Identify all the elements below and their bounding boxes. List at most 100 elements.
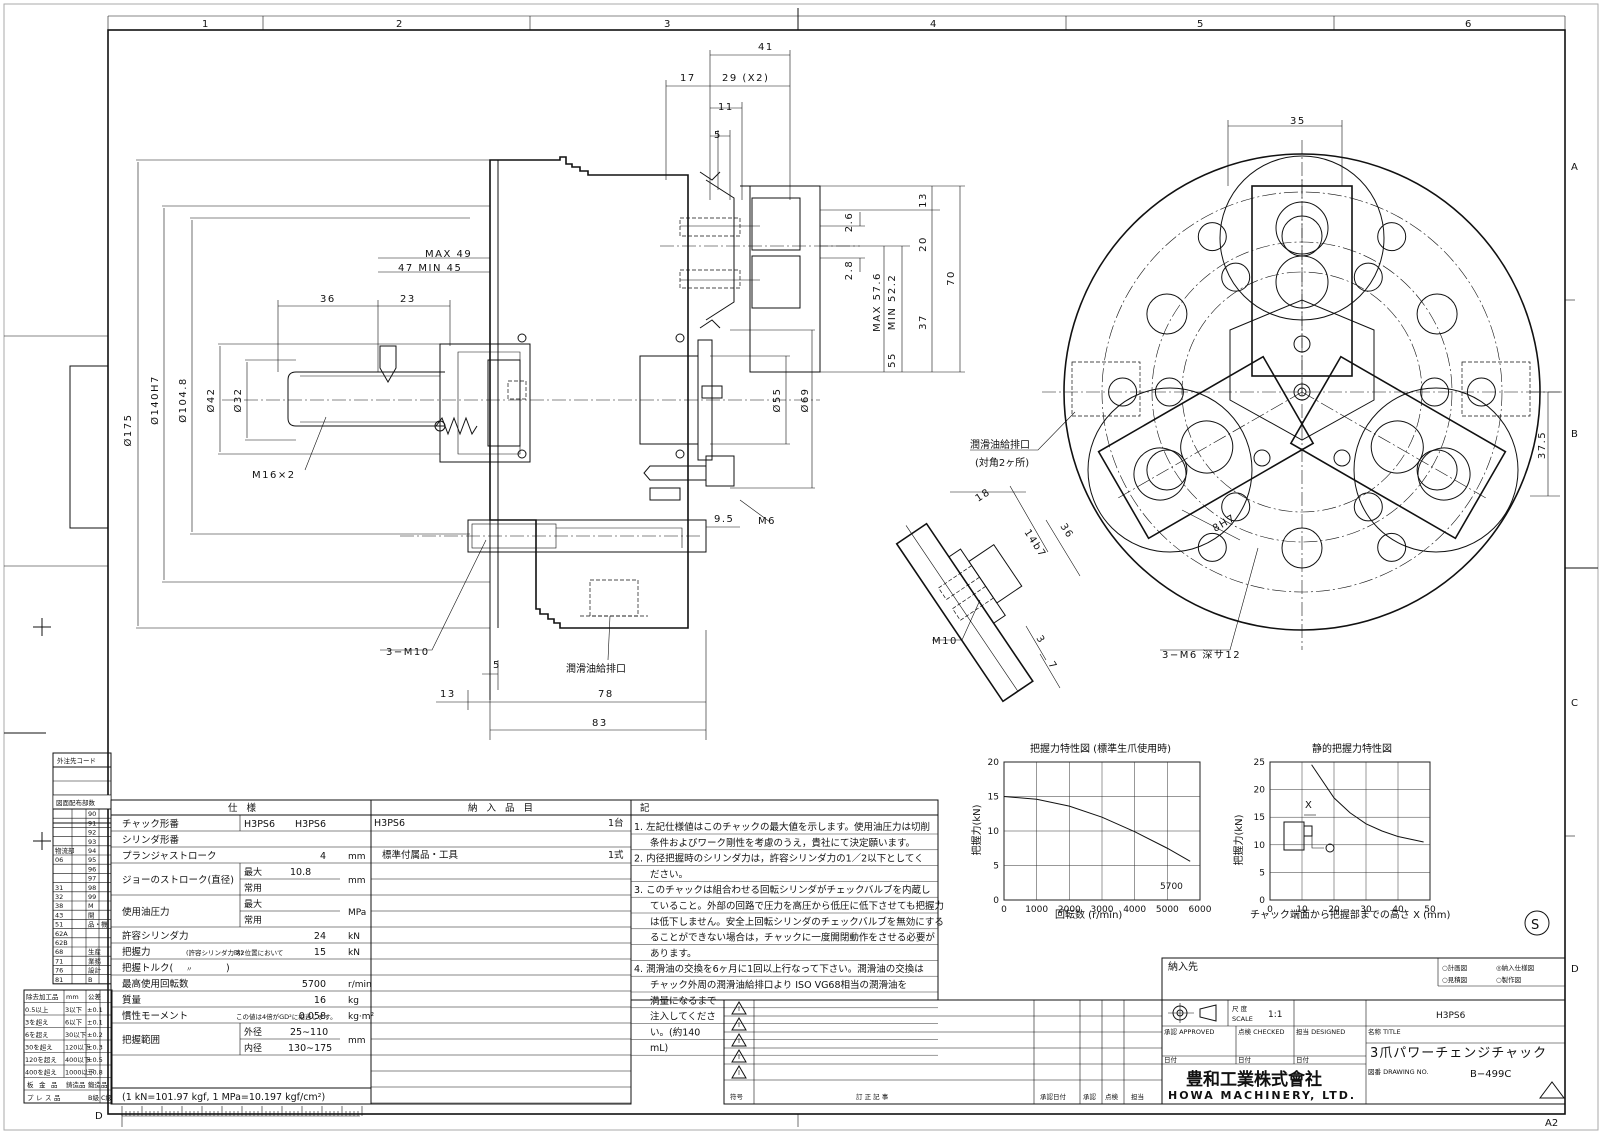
bolt-hole [1154,377,1184,407]
tol-cell: ±0.3 [87,1044,103,1052]
spec-label: 慣性モーメント [122,1010,188,1022]
spec-label: チャック形番 [122,818,179,830]
jaw-detail: 18 36 14b7 3 7 M10 [895,485,1081,703]
dim-37-5: 37.5 [1537,431,1548,459]
tol-cell: ±0.5 [87,1056,103,1064]
dim-37: 37 [918,314,929,330]
company-en: HOWA MACHINERY, LTD. [1168,1089,1356,1102]
x-tick-label: 1000 [1025,905,1048,915]
label-oil-port: 潤滑油給排口 [566,662,626,675]
y-tick-label: 10 [988,827,1000,837]
drawing-title: 3爪パワーチェンジチャック [1370,1046,1547,1061]
rev-col-approved: 承認 [1083,1092,1097,1101]
chart2-chuck-icon [1283,814,1335,853]
bolt-hole [1221,492,1251,522]
designed-label: 担当 DESIGNED [1296,1027,1345,1036]
code-cell-left: 32 [55,893,63,901]
x-tick-label: 5000 [1156,905,1179,915]
scale-en: SCALE [1232,1015,1253,1023]
bolt-hole [1353,492,1383,522]
code-cell: 設計 [88,966,102,975]
tol-foot-cell: 鍛造品 [88,1080,108,1089]
note-line: は低下しません。安全上回転シリンダのチェックバルブを無効にする [650,916,944,928]
front-view: 35 37.5 潤滑油給排口 (対角2ヶ所) 3−M6 深サ12 8H7 [970,116,1562,661]
option-production: ○製作図 [1496,975,1521,984]
code-cell-left: 81 [55,976,63,984]
x-tick-label: 50 [1424,905,1436,915]
zone-col-4: 4 [930,19,936,30]
spec-unit: MPa [348,908,366,918]
bolt-hole [1420,377,1450,407]
code-cell: 94 [88,847,96,855]
spec-sub2-label: 常用 [244,882,262,894]
spec-label-sub: (許容シリンダ力時) [186,948,243,957]
spec-unit: mm [348,1036,366,1046]
spec-unit: kg·m² [348,1012,375,1022]
x-tick-label: 0 [1267,905,1273,915]
scale-label: 尺 度 [1232,1004,1248,1013]
label-3-m6: 3−M6 深サ12 [1162,649,1241,661]
code-cell: 開 [88,911,95,919]
code-cell: 92 [88,829,96,837]
bolt-hole [1221,262,1251,292]
note-line: 4. 潤滑油の交換を6ヶ月に1回以上行なって下さい。潤滑油の交換は [634,963,924,975]
series-line [1003,796,1191,862]
spec-label: プランジャストローク [122,851,217,862]
code-cell-left: 62A [55,930,68,938]
code-cell-left: 06 [55,856,63,864]
tol-cell: 30を超え [25,1043,53,1052]
note-line: 満量になるまで [650,996,717,1007]
tol-cell: ±0.8 [87,1069,103,1077]
chart1-xlabel: 回転数 (r/min) [1055,908,1122,921]
code-cell: 91 [88,819,96,827]
tol-cell: 6以下 [65,1019,83,1027]
date-label-3: 日付 [1296,1055,1310,1064]
tol-foot-cell: C級 [101,1093,113,1102]
x-tick-label: 0 [1001,905,1007,915]
spec-unit: mm [348,852,366,862]
tol-foot-cell: 品 [54,1094,61,1102]
zone-bottom-d: D [95,1111,103,1122]
spec-sub1-label: 外径 [244,1026,262,1038]
spec-sub1-value: 10.8 [290,867,311,878]
pin-hole [1333,449,1351,467]
spec-label: シリンダ形番 [122,834,180,846]
code-cell-left: 62B [55,939,68,947]
revision-mark-icon [731,1001,747,1015]
code-cell: M [88,902,94,910]
dim-m16: M16×2 [252,470,296,481]
company-jp: 豊和工業株式會社 [1186,1069,1322,1090]
tol-cell: 400以下 [65,1056,91,1064]
zone-row-d: D [1571,964,1579,975]
dim-min52: MIN 52.2 [887,274,898,331]
code-table: 外注先コード 図面配布部数 9091929394物流部9506969798319… [52,752,112,985]
spec-label-end: ) [226,963,230,974]
dist-label: 図面配布部数 [56,798,96,807]
bolt-hole [1353,262,1383,292]
rev-col-desc: 訂 正 記 事 [856,1092,889,1101]
revision-mark-icon [731,1049,747,1063]
s-mark: S [1531,918,1540,933]
code-cell: 99 [88,893,96,901]
delivery-item-2: 標準付属品・工具 [382,849,459,861]
code-cell-left: 38 [55,902,63,910]
tol-cell: ±0.2 [87,1031,103,1039]
bolt-hole [1197,222,1227,252]
date-label-1: 日付 [1164,1055,1178,1064]
tol-cell: 120を超え [25,1055,57,1064]
code-cell: 業務 [88,956,102,965]
zone-col-2: 2 [396,19,402,30]
dim-41: 41 [758,42,774,53]
spec-footer: (1 kN=101.97 kgf, 1 MPa=10.197 kgf/cm²) [122,1092,325,1103]
tol-cell: 3を超え [25,1018,49,1027]
code-cell-left: 31 [55,884,63,892]
tol-cell: 120以下 [65,1044,91,1052]
code-cell-left: 71 [55,957,63,965]
title-label: 名称 TITLE [1368,1027,1401,1036]
dim-5-top: 5 [714,130,722,141]
y-tick-label: 20 [1254,786,1266,796]
spec-label: 最高使用回転数 [122,978,189,990]
bolt-hole [1146,293,1188,335]
tol-foot-cell: 鋳造品 [66,1080,86,1089]
